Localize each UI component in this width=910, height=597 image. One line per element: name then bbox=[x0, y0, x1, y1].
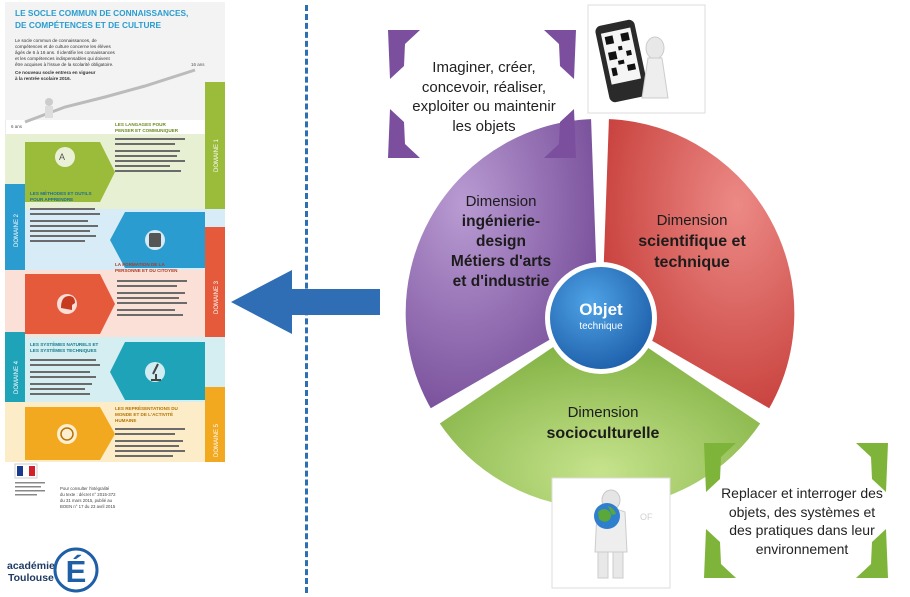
svg-text:OF: OF bbox=[640, 512, 653, 522]
bottom-callout-text: Replacer et interroger des objets, des s… bbox=[712, 484, 892, 558]
tablet-icon bbox=[149, 233, 161, 247]
domain3-label: DOMAINE 3 bbox=[214, 280, 220, 314]
poster-footer-line: du texte : décret n° 2015-372 bbox=[60, 492, 116, 497]
globe-icon bbox=[60, 427, 74, 441]
bottom-callout-line: des pratiques dans leur bbox=[729, 522, 875, 538]
poster-intro-line: compétences et de culture concerne les é… bbox=[15, 44, 111, 49]
domain4-heading: LES SYSTÈMES NATURELS ET bbox=[30, 340, 99, 347]
bottom-callout-line: environnement bbox=[755, 540, 849, 557]
domain2-heading: LES MÉTHODES ET OUTILS bbox=[30, 189, 92, 196]
domain5-heading: MONDE ET DE L'ACTIVITÉ bbox=[115, 410, 173, 417]
domain5-label: DOMAINE 5 bbox=[214, 423, 220, 457]
purple-sector-title: Métiers d'arts bbox=[450, 253, 552, 270]
top-callout-text: Imaginer, créer, concevoir, réaliser, ex… bbox=[396, 58, 572, 136]
domain5-heading: LES REPRÉSENTATIONS DU bbox=[115, 404, 179, 411]
bottom-callout-line: Replacer et interroger des bbox=[721, 485, 883, 501]
head-icon bbox=[61, 296, 75, 310]
poster-intro-line: à la rentrée scolaire 2016. bbox=[15, 76, 71, 81]
domain3-heading: LA FORMATION DE LA bbox=[115, 262, 165, 267]
microscope-icon bbox=[151, 363, 161, 381]
logo-line1: académie bbox=[7, 560, 55, 572]
logo-line2: Toulouse bbox=[8, 572, 54, 584]
poster-age-start: 6 ans bbox=[11, 124, 23, 129]
poster-footer-line: du 31 mars 2015, publié au bbox=[60, 498, 113, 503]
red-sector-dimension: Dimension bbox=[656, 212, 728, 229]
domain1-label: DOMAINE 1 bbox=[214, 138, 220, 172]
red-sector-text: Dimension scientifique et technique bbox=[622, 210, 762, 273]
poster-footer-line: Pour consulter l'intégralité bbox=[60, 486, 110, 491]
center-title: Objet bbox=[579, 300, 623, 319]
purple-sector-dimension: Dimension bbox=[465, 193, 537, 210]
purple-sector-title: design bbox=[476, 233, 526, 250]
poster-age-end: 16 ans bbox=[191, 62, 205, 67]
domain4-heading: LES SYSTÈMES TECHNIQUES bbox=[30, 346, 97, 353]
left-arrow-icon bbox=[231, 270, 380, 334]
poster-title-line1: LE SOCLE COMMUN DE CONNAISSANCES, bbox=[15, 8, 188, 18]
domain1-heading: LES LANGAGES POUR bbox=[115, 122, 166, 127]
logo-circle bbox=[53, 547, 99, 593]
center-subtitle: technique bbox=[579, 321, 623, 332]
top-callout-line: Imaginer, créer, bbox=[432, 59, 536, 76]
academie-toulouse-logo: académie Toulouse É bbox=[7, 547, 99, 593]
domain4-label: DOMAINE 4 bbox=[14, 360, 20, 394]
domain2-heading: POUR APPRENDRE bbox=[30, 197, 73, 202]
center-text: Objet technique bbox=[551, 300, 651, 334]
poster-intro-line: âgés de 6 à 16 ans. Il identifie les con… bbox=[15, 50, 116, 55]
domain2-label: DOMAINE 2 bbox=[14, 213, 20, 247]
red-sector-title: technique bbox=[654, 254, 730, 271]
poster-intro-line: être acquises à l'issue de la scolarité … bbox=[15, 62, 113, 67]
globe-person-picture: OF bbox=[551, 477, 671, 589]
green-sector-title: socioculturelle bbox=[546, 425, 660, 442]
purple-sector-title: et d'industrie bbox=[452, 273, 550, 290]
socle-commun-poster: LE SOCLE COMMUN DE CONNAISSANCES, DE COM… bbox=[5, 2, 225, 517]
smartphone-qr-picture bbox=[587, 4, 706, 114]
poster-intro-line: et les compétences indispensables qui do… bbox=[15, 56, 110, 61]
top-callout-line: concevoir, réaliser, bbox=[421, 78, 547, 96]
green-sector-text: Dimension socioculturelle bbox=[520, 402, 686, 444]
red-sector-title: scientifique et bbox=[638, 233, 746, 250]
purple-sector-text: Dimension ingénierie- design Métiers d'a… bbox=[432, 192, 570, 292]
poster-intro-line: Ce nouveau socle entrera en vigueur bbox=[15, 70, 96, 75]
top-callout-line: les objets bbox=[452, 117, 516, 135]
domain3-heading: PERSONNE ET DU CITOYEN bbox=[115, 268, 178, 273]
domain1-heading: PENSER ET COMMUNIQUER bbox=[115, 128, 179, 133]
purple-sector-title: ingénierie- bbox=[461, 213, 541, 230]
poster-title-line2: DE COMPÉTENCES ET DE CULTURE bbox=[15, 20, 161, 30]
bottom-callout-line: objets, des systèmes et bbox=[728, 503, 876, 520]
letters-icon: A bbox=[59, 152, 65, 162]
poster-footer-line: BOEN n° 17 du 23 avril 2015 bbox=[60, 504, 116, 509]
top-callout-frame bbox=[388, 30, 576, 158]
bottom-callout-frame bbox=[704, 443, 888, 578]
top-callout-line: exploiter ou maintenir bbox=[412, 98, 556, 115]
green-sector-dimension: Dimension bbox=[567, 404, 639, 421]
poster-intro-line: Le socle commun de connaissances, de bbox=[15, 38, 97, 43]
domain5-heading: HUMAINE bbox=[115, 418, 136, 423]
logo-letter: É bbox=[66, 554, 87, 589]
center-objet-disk bbox=[550, 267, 652, 369]
